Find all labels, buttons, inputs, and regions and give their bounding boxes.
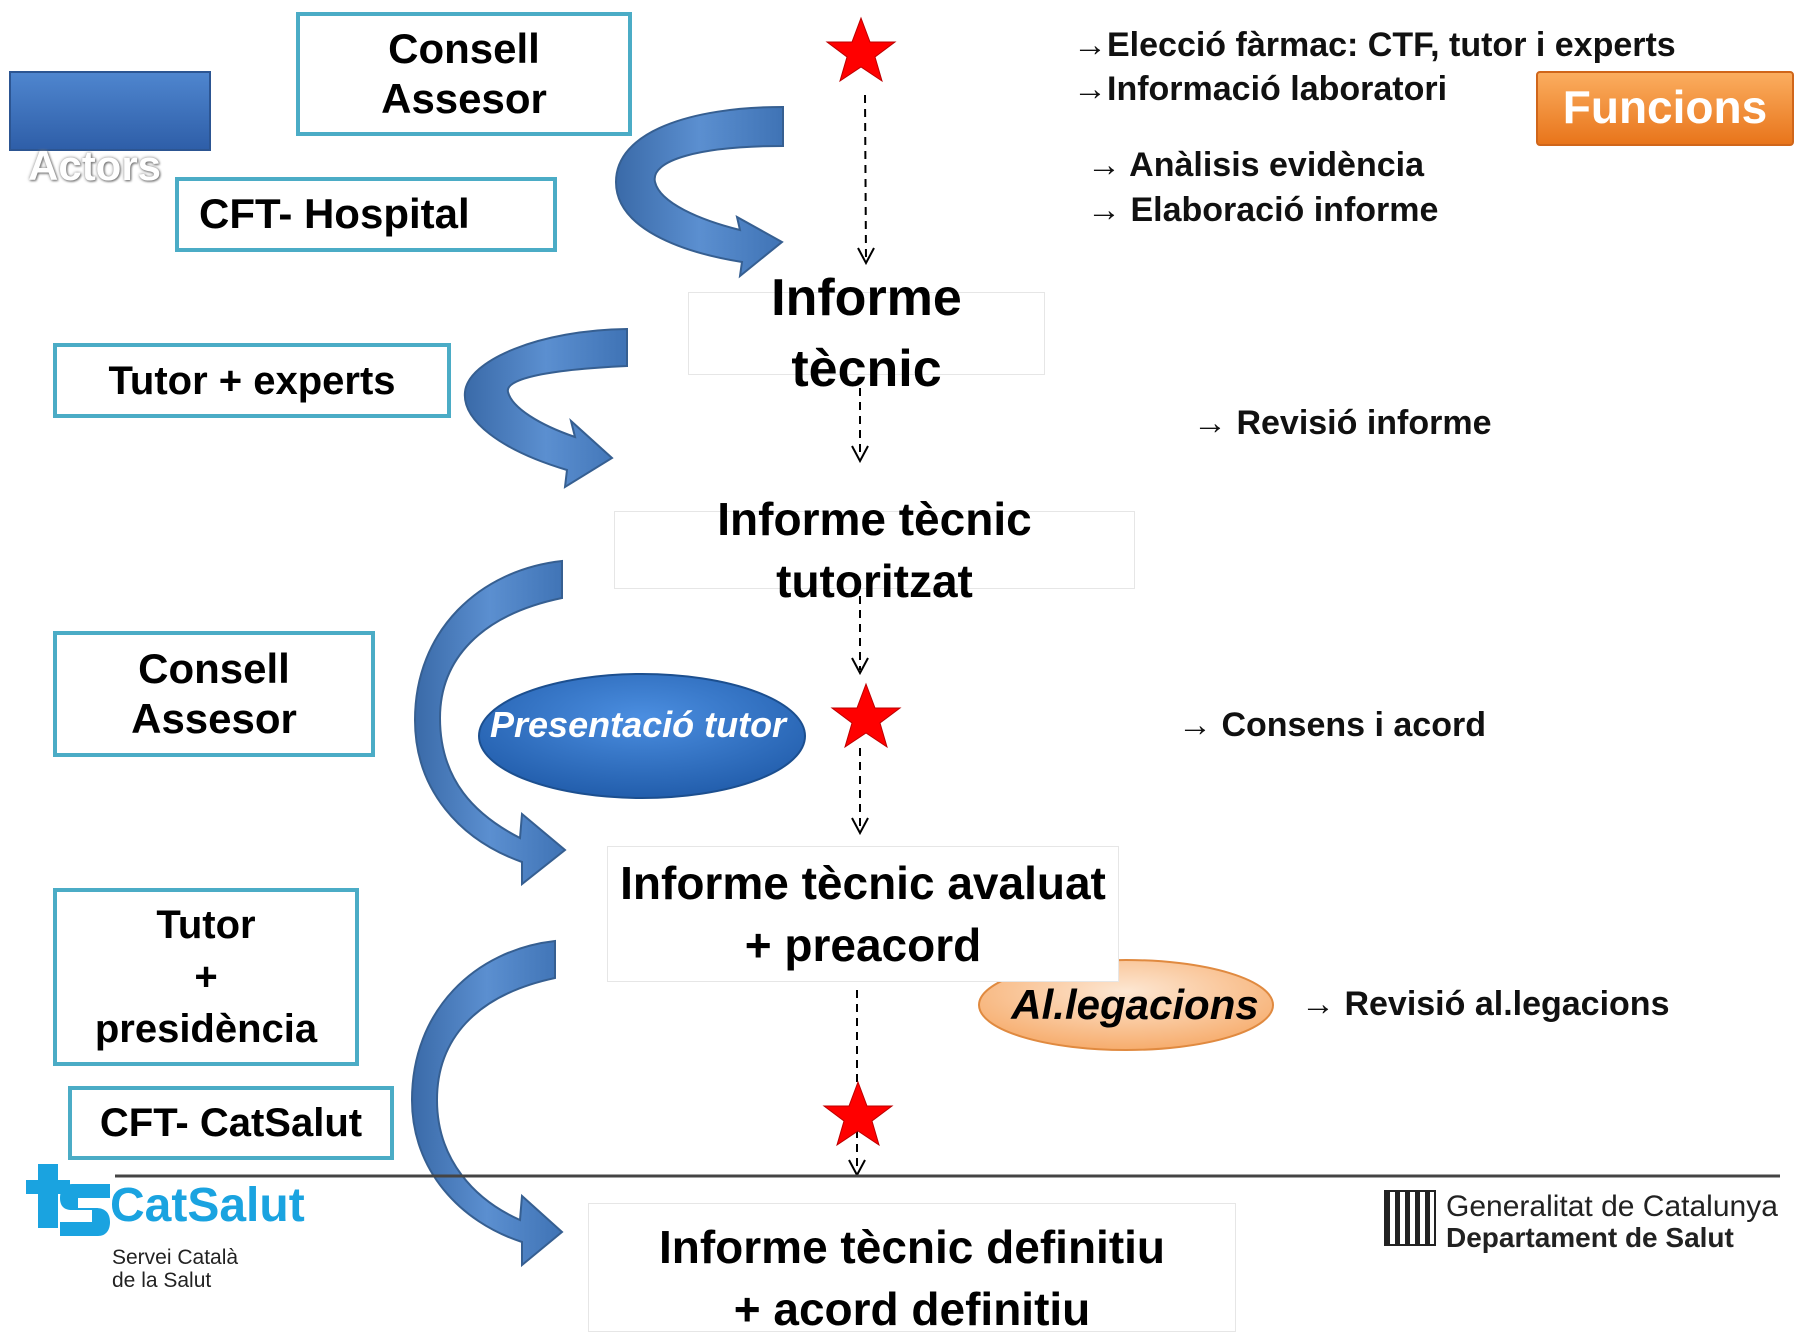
generalitat-logo-icon (1384, 1190, 1436, 1246)
actor-cft-catsalut: CFT- CatSalut (68, 1086, 394, 1160)
actor-consell-assesor-2: Consell Assesor (53, 631, 375, 757)
allegacions-label: Al.legacions (1011, 981, 1259, 1028)
function-eleccio-farmac: →Elecció fàrmac: CTF, tutor i experts (1073, 26, 1676, 64)
presentacio-text: Presentació tutor (490, 704, 787, 745)
curved-arrow-1 (614, 105, 784, 279)
funcions-header-box (1536, 71, 1794, 146)
allegacions-ellipse (978, 959, 1274, 1051)
actor-tutor-presidencia: Tutor + presidència (53, 888, 359, 1066)
presentacio-label: Presentació tutor (490, 700, 802, 750)
stage-informe-tutoritzat: Informe tècnic tutoritzat (614, 493, 1135, 607)
function-consens-acord: → Consens i acord (1178, 706, 1486, 744)
function-analisis-evidencia: → Anàlisis evidència (1087, 146, 1424, 184)
function-elaboracio-informe: → Elaboració informe (1087, 191, 1439, 229)
actor-consell-assesor-1: Consell Assesor (296, 12, 632, 136)
generalitat-logo-line1: Generalitat de Catalunya (1446, 1190, 1778, 1223)
stage-informe-definitiu: Informe tècnic definitiu + acord definit… (588, 1203, 1236, 1335)
generalitat-logo-line2: Departament de Salut (1446, 1222, 1734, 1253)
funcions-label: Funcions (1562, 81, 1768, 133)
actor-tutor-experts: Tutor + experts (53, 343, 451, 418)
actor-cft-hospital: CFT- Hospital (175, 177, 557, 252)
actors-header-box (9, 71, 211, 151)
function-informacio-laboratori: →Informació laboratori (1073, 70, 1448, 108)
curved-arrow-4 (410, 939, 564, 1268)
star-icon (822, 1080, 894, 1147)
stage-informe-tecnic: Informe tècnic (688, 269, 1045, 398)
catsalut-logo-subtitle: Servei Català de la Salut (112, 1246, 239, 1293)
function-revisio-informe: → Revisió informe (1193, 404, 1492, 442)
stage-informe-avaluat: Informe tècnic avaluat + preacord (607, 846, 1119, 982)
catsalut-logo-name: CatSalut (110, 1179, 305, 1232)
actors-label: Actors (28, 142, 162, 189)
curved-arrow-2 (463, 327, 628, 489)
presentacio-ellipse (478, 673, 806, 799)
dashed-connectors (848, 94, 875, 1178)
star-icon (830, 682, 902, 749)
function-revisio-allegacions: → Revisió al.legacions (1301, 985, 1670, 1023)
catsalut-logo-icon (26, 1164, 110, 1236)
curved-arrow-3 (413, 559, 567, 887)
star-icon (825, 16, 897, 83)
